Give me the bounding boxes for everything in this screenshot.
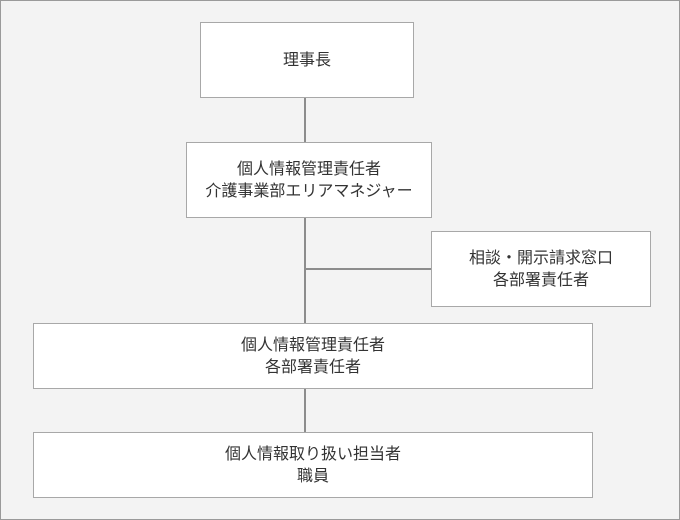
info-handler-role: 個人情報取り扱い担当者 bbox=[224, 444, 401, 463]
disclosure-desk-box: 相談・開示請求窓口 各部署責任者 bbox=[431, 231, 651, 307]
chairman-title: 理事長 bbox=[282, 50, 331, 69]
disclosure-desk-role: 相談・開示請求窓口 bbox=[468, 248, 613, 267]
department-manager-role: 個人情報管理責任者 bbox=[240, 335, 385, 354]
department-manager-position: 各部署責任者 bbox=[264, 357, 361, 376]
personal-info-manager-position: 介護事業部エリアマネジャー bbox=[205, 181, 413, 200]
info-handler-box: 個人情報取り扱い担当者 職員 bbox=[33, 432, 593, 498]
connector-chairman-to-manager bbox=[304, 98, 306, 142]
department-manager-box: 個人情報管理責任者 各部署責任者 bbox=[33, 323, 593, 389]
connector-department-to-handler bbox=[304, 389, 306, 432]
chairman-box: 理事長 bbox=[200, 22, 414, 98]
personal-info-manager-box: 個人情報管理責任者 介護事業部エリアマネジャー bbox=[186, 142, 432, 218]
connector-manager-to-department bbox=[304, 218, 306, 323]
personal-info-manager-role: 個人情報管理責任者 bbox=[236, 159, 381, 178]
connector-to-disclosure-desk bbox=[304, 268, 431, 270]
info-handler-position: 職員 bbox=[296, 466, 329, 485]
disclosure-desk-position: 各部署責任者 bbox=[492, 270, 589, 289]
